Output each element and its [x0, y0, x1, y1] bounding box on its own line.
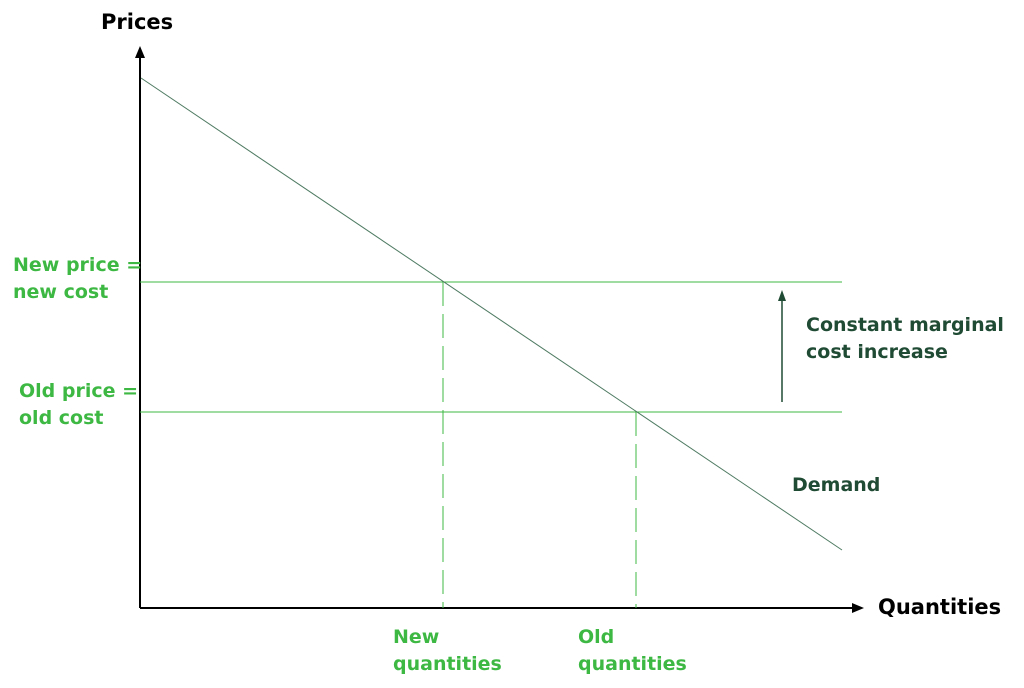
old-price-label-line1: Old price = [19, 380, 139, 402]
old-price-label-line2: old cost [19, 407, 104, 429]
y-axis-title: Prices [101, 10, 174, 34]
old-quantities-label-line2: quantities [578, 653, 687, 675]
demand-label: Demand [792, 474, 881, 496]
old-price-label: Old price = old cost [19, 378, 138, 432]
cost-increase-label-line1: Constant marginal [806, 314, 1004, 336]
cost-increase-label-line2: cost increase [806, 341, 948, 363]
y-axis-arrowhead [135, 46, 145, 58]
x-axis-title: Quantities [878, 595, 1002, 619]
new-price-label-line1: New price = [13, 254, 143, 276]
new-price-label-line2: new cost [13, 281, 109, 303]
x-axis-arrowhead [852, 603, 864, 613]
cost-increase-label: Constant marginal cost increase [806, 312, 1004, 366]
cost-increase-arrowhead [778, 290, 786, 301]
new-quantities-label: New quantities [393, 624, 502, 678]
new-quantities-label-line1: New [393, 626, 440, 648]
new-quantities-label-line2: quantities [393, 653, 502, 675]
new-price-label: New price = new cost [13, 252, 142, 306]
old-quantities-label: Old quantities [578, 624, 687, 678]
demand-curve [140, 77, 843, 551]
old-quantities-label-line1: Old [578, 626, 615, 648]
